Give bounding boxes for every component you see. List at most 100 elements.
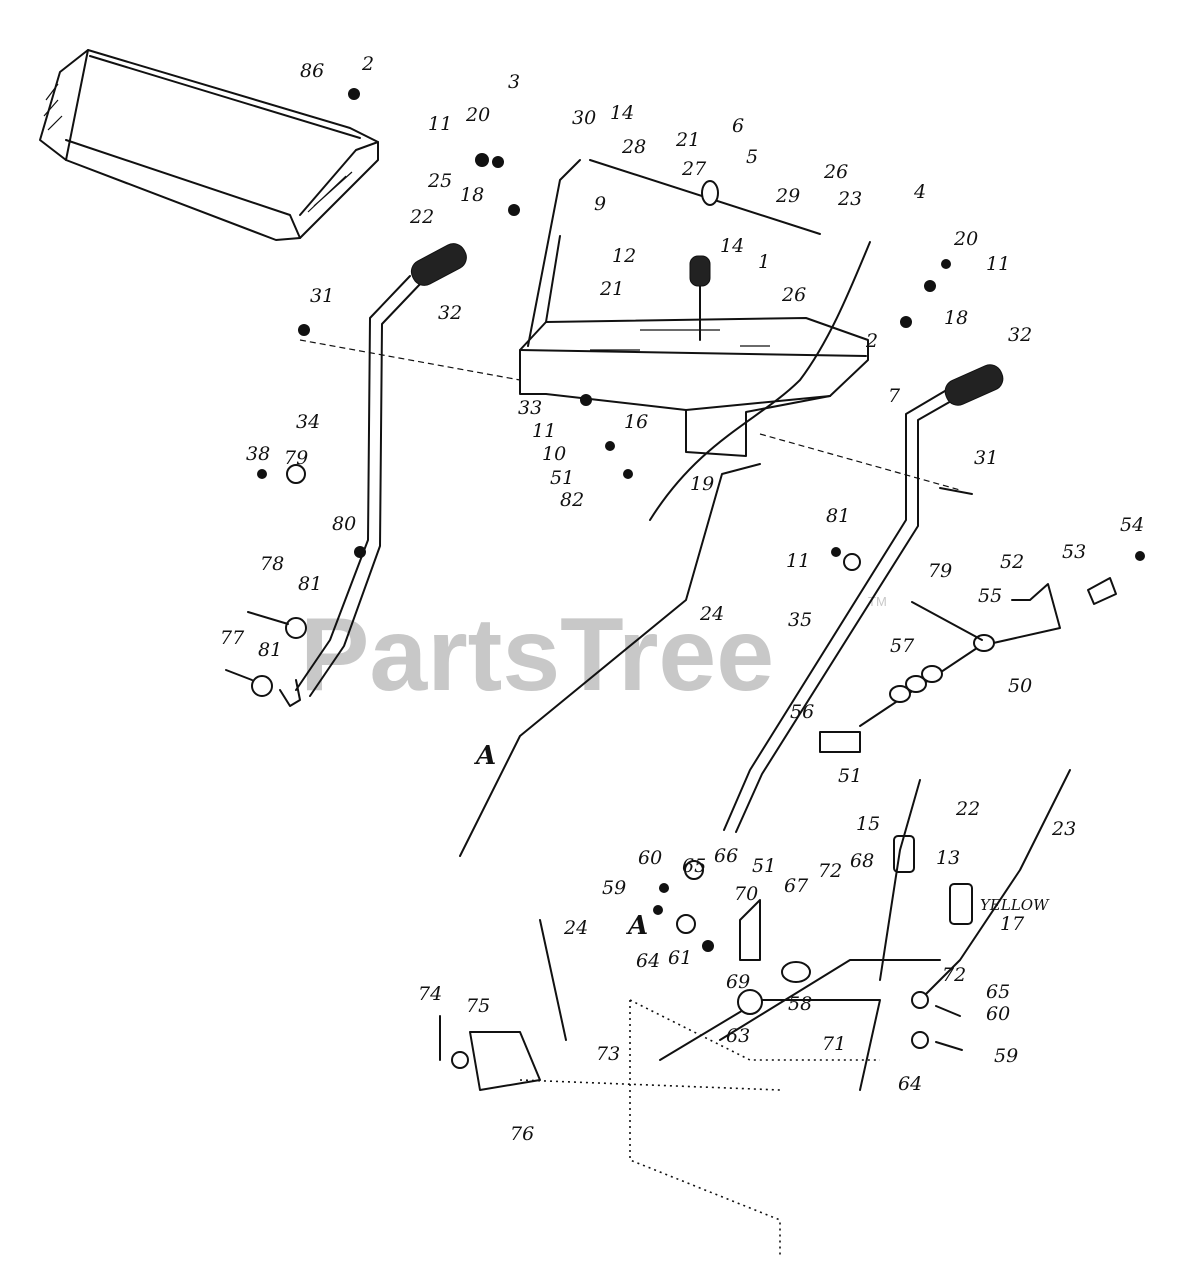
callout-80: 80 xyxy=(332,513,356,535)
callout-55: 55 xyxy=(978,585,1002,607)
callout-14: 14 xyxy=(610,102,634,124)
callout-24-b: 24 xyxy=(563,917,588,939)
callout-33: 33 xyxy=(518,397,542,419)
callout-21: 21 xyxy=(675,129,700,151)
callout-78: 78 xyxy=(260,553,284,575)
callout-35: 35 xyxy=(788,609,812,631)
callout-20-b: 20 xyxy=(953,228,978,250)
callout-23: 23 xyxy=(837,188,862,210)
callout-82: 82 xyxy=(560,489,584,511)
callout-22-b: 22 xyxy=(955,798,980,820)
callout-59-b: 59 xyxy=(994,1045,1018,1067)
callout-72-b: 72 xyxy=(942,964,966,986)
console-assembly xyxy=(299,159,961,521)
part-2-bolt xyxy=(348,88,360,100)
callout-51-b: 51 xyxy=(838,765,862,787)
callout-79-b: 79 xyxy=(928,560,952,582)
callout-64-b: 64 xyxy=(898,1073,922,1095)
callout-23-b: 23 xyxy=(1051,818,1076,840)
callout-66: 66 xyxy=(714,845,738,867)
callout-18: 18 xyxy=(460,184,484,206)
callout-74: 74 xyxy=(418,983,442,1005)
callout-31: 31 xyxy=(310,285,334,307)
callout-70: 70 xyxy=(734,883,758,905)
callout-22: 22 xyxy=(409,206,434,228)
callout-11-d: 11 xyxy=(786,550,810,572)
callout-65: 65 xyxy=(682,855,706,877)
callout-31-b: 31 xyxy=(974,447,998,469)
callout-24: 24 xyxy=(699,603,724,625)
callout-81-b: 81 xyxy=(298,573,322,595)
callout-6: 6 xyxy=(732,115,744,137)
callout-2-b: 2 xyxy=(865,330,878,352)
callout-A-b: A xyxy=(625,911,648,941)
callout-11-c: 11 xyxy=(532,420,556,442)
callout-54: 54 xyxy=(1120,514,1144,536)
callout-10: 10 xyxy=(542,443,566,465)
callout-57: 57 xyxy=(890,635,915,657)
callout-13: 13 xyxy=(936,847,960,869)
callout-58: 58 xyxy=(788,993,812,1015)
part-24-rod xyxy=(459,463,761,1041)
callout-5: 5 xyxy=(746,146,758,168)
callout-19: 19 xyxy=(690,473,714,495)
callout-25: 25 xyxy=(427,170,452,192)
callout-11: 11 xyxy=(428,113,452,135)
callout-81-c: 81 xyxy=(258,639,282,661)
callout-67: 67 xyxy=(784,875,809,897)
callout-9: 9 xyxy=(594,193,606,215)
callout-81: 81 xyxy=(826,505,850,527)
callout-34: 34 xyxy=(296,411,320,433)
callout-7: 7 xyxy=(888,385,901,407)
callout-77: 77 xyxy=(220,627,245,649)
callout-labels: 86 2 3 14 21 6 5 26 11 20 30 28 27 29 23… xyxy=(220,53,1144,1145)
callout-51-c: 51 xyxy=(752,855,776,877)
callout-32: 32 xyxy=(438,302,462,324)
callout-65-b: 65 xyxy=(986,981,1010,1003)
callout-68: 68 xyxy=(850,850,874,872)
callout-60-b: 60 xyxy=(986,1003,1010,1025)
part-86-cover xyxy=(39,49,379,241)
callout-12: 12 xyxy=(612,245,636,267)
callout-3: 3 xyxy=(508,71,520,93)
callout-69: 69 xyxy=(726,971,750,993)
callout-28: 28 xyxy=(621,136,646,158)
callout-14-b: 14 xyxy=(720,235,744,257)
callout-38: 38 xyxy=(246,443,270,465)
callout-59: 59 xyxy=(602,877,626,899)
callout-51: 51 xyxy=(550,467,574,489)
callout-A: A xyxy=(473,741,496,771)
watermark-text: PartsTree xyxy=(300,597,774,713)
callout-1: 1 xyxy=(758,251,770,273)
callout-30: 30 xyxy=(572,107,596,129)
callout-21-b: 21 xyxy=(599,278,624,300)
callout-63: 63 xyxy=(726,1025,750,1047)
callout-11-b: 11 xyxy=(986,253,1010,275)
callout-86: 86 xyxy=(300,60,324,82)
callout-15: 15 xyxy=(856,813,880,835)
callout-18-b: 18 xyxy=(944,307,968,329)
shift-linkage xyxy=(819,577,1117,753)
callout-26: 26 xyxy=(823,161,848,183)
callout-60: 60 xyxy=(638,847,662,869)
callout-27: 27 xyxy=(681,158,707,180)
callout-79: 79 xyxy=(284,447,308,469)
callout-26-b: 26 xyxy=(781,284,806,306)
callout-20: 20 xyxy=(465,104,490,126)
lower-linkage xyxy=(469,769,1071,1256)
callout-4: 4 xyxy=(913,181,926,203)
callout-72: 72 xyxy=(818,860,842,882)
small-parts xyxy=(225,88,1145,1069)
callout-64: 64 xyxy=(636,950,660,972)
callout-75: 75 xyxy=(466,995,490,1017)
callout-61: 61 xyxy=(668,947,692,969)
callout-2: 2 xyxy=(361,53,374,75)
callout-56: 56 xyxy=(790,701,814,723)
part-34-left-handle xyxy=(279,243,467,707)
yellow-note: YELLOW xyxy=(980,896,1050,914)
callout-29: 29 xyxy=(775,185,800,207)
callout-17: 17 xyxy=(1000,913,1025,935)
callout-73: 73 xyxy=(596,1043,620,1065)
callout-52: 52 xyxy=(1000,551,1024,573)
